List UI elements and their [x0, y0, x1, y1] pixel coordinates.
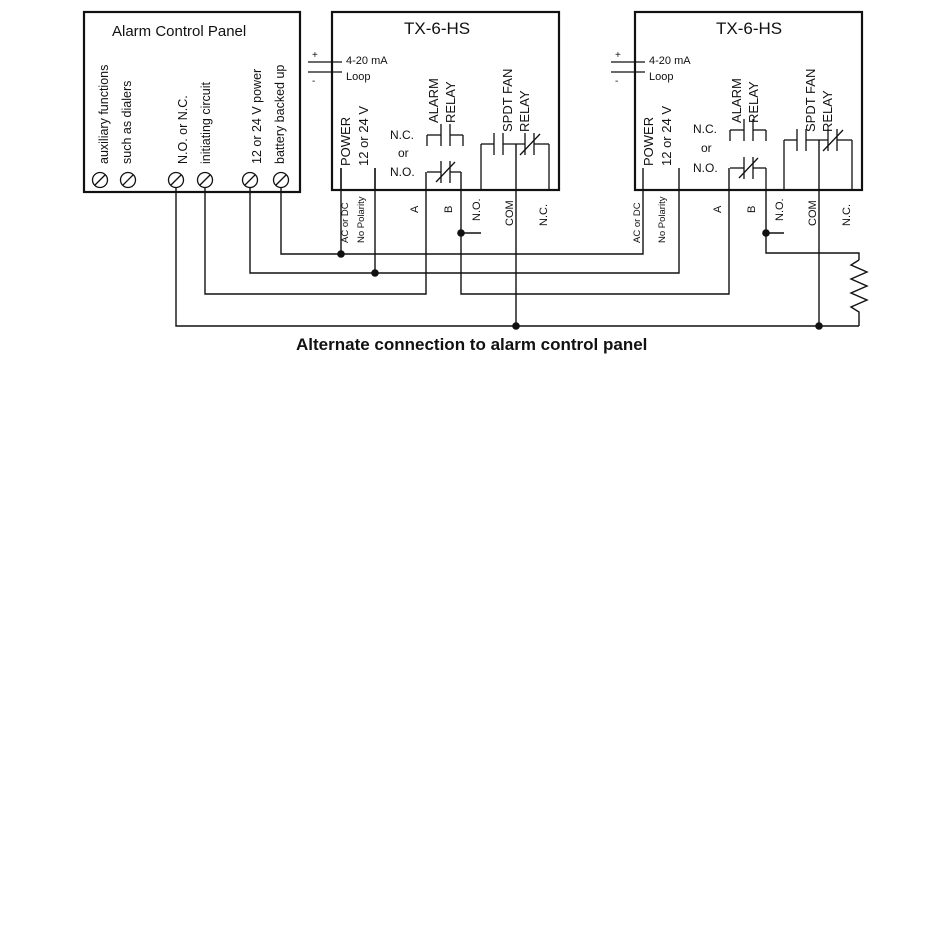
alarm-relay-label: ALARM	[729, 78, 744, 123]
terminal-label: N.C.	[538, 204, 550, 226]
junction-dot	[762, 229, 770, 237]
svg-text:+: +	[312, 50, 318, 61]
loop-symbol: + - 4-20 mA Loop	[308, 50, 388, 87]
svg-text:4-20 mA: 4-20 mA	[346, 55, 388, 67]
terminal-label-initiating: N.O. or N.C. initiating circuit	[176, 81, 213, 164]
wire-initiating-a	[204, 172, 427, 295]
power-voltage-label: 12 or 24 V	[356, 106, 371, 166]
terminal-label: No Polarity	[657, 196, 668, 243]
terminal-label: COM	[504, 200, 516, 226]
or-label: or	[398, 146, 409, 160]
screw-terminal-icon	[91, 171, 109, 189]
screw-terminal-icon	[167, 171, 185, 189]
alarm-relay-closed-contact-icon	[427, 161, 461, 183]
svg-text:such as dialers: such as dialers	[120, 81, 134, 164]
terminal-label: AC or DC	[340, 202, 351, 243]
end-of-line-resistor-icon	[849, 259, 869, 326]
svg-text:12 or 24 V power: 12 or 24 V power	[250, 69, 264, 164]
terminal-label: AC or DC	[632, 202, 643, 243]
svg-text:-: -	[615, 76, 618, 87]
svg-text:RELAY: RELAY	[746, 81, 761, 123]
junction-dot	[337, 250, 345, 258]
terminal-label: N.C.	[841, 204, 853, 226]
panel-title: Alarm Control Panel	[112, 23, 246, 40]
nc-label: N.C.	[693, 122, 717, 136]
transmitter-title: TX-6-HS	[404, 19, 470, 38]
power-label: POWER	[338, 117, 353, 166]
svg-text:+: +	[615, 50, 621, 61]
svg-text:auxiliary functions: auxiliary functions	[97, 65, 111, 164]
wire-power-positive	[280, 188, 644, 255]
terminal-label: B	[443, 206, 455, 213]
fan-relay-label: SPDT FAN	[500, 69, 515, 132]
fan-relay-contact-icon	[480, 133, 550, 190]
svg-text:RELAY: RELAY	[443, 81, 458, 123]
svg-text:-: -	[312, 76, 315, 87]
wiring	[175, 140, 869, 330]
svg-text:N.O. or N.C.: N.O. or N.C.	[176, 95, 190, 164]
junction-dot	[815, 322, 823, 330]
terminal-label: B	[746, 206, 758, 213]
junction-dot	[457, 229, 465, 237]
wire-power-negative	[249, 188, 680, 274]
terminal-label: N.O.	[774, 198, 786, 221]
svg-text:initiating circuit: initiating circuit	[199, 81, 213, 164]
terminal-label-aux: auxiliary functions such as dialers	[97, 65, 134, 164]
no-label: N.O.	[390, 165, 415, 179]
nc-label: N.C.	[390, 128, 414, 142]
terminal-label: COM	[807, 200, 819, 226]
terminal-label: N.O.	[471, 198, 483, 221]
svg-text:Loop: Loop	[346, 71, 370, 83]
loop-symbol: + - 4-20 mA Loop	[611, 50, 691, 87]
svg-text:4-20 mA: 4-20 mA	[649, 55, 691, 67]
terminal-label: A	[712, 205, 724, 213]
transmitter-2: TX-6-HS + - 4-20 mA Loop POWER 12 or 24 …	[611, 10, 864, 243]
screw-terminal-icon	[241, 171, 259, 189]
transmitter-1: TX-6-HS + - 4-20 mA Loop POWER 12 or 24 …	[308, 10, 561, 243]
svg-text:RELAY: RELAY	[820, 90, 835, 132]
wire-common-return	[175, 188, 859, 327]
alarm-relay-contact-icon	[729, 119, 767, 141]
svg-text:battery backed up: battery backed up	[273, 65, 287, 164]
svg-text:RELAY: RELAY	[517, 90, 532, 132]
terminal-label: A	[409, 205, 421, 213]
terminal-label-power: 12 or 24 V power battery backed up	[250, 65, 287, 164]
power-label: POWER	[641, 117, 656, 166]
svg-text:Loop: Loop	[649, 71, 673, 83]
transmitter-title: TX-6-HS	[716, 19, 782, 38]
fan-relay-label: SPDT FAN	[803, 69, 818, 132]
fan-relay-contact-icon	[783, 129, 853, 190]
alarm-relay-closed-contact-icon	[730, 157, 767, 190]
screw-terminal-icon	[196, 171, 214, 189]
alarm-relay-contact-icon	[426, 124, 464, 146]
terminal-label: No Polarity	[356, 196, 367, 243]
junction-dot	[371, 269, 379, 277]
screw-terminal-icon	[119, 171, 137, 189]
junction-dot	[512, 322, 520, 330]
alarm-relay-label: ALARM	[426, 78, 441, 123]
no-label: N.O.	[693, 161, 718, 175]
diagram-caption: Alternate connection to alarm control pa…	[296, 335, 647, 354]
screw-terminal-icon	[272, 171, 290, 189]
power-voltage-label: 12 or 24 V	[659, 106, 674, 166]
alarm-control-panel: Alarm Control Panel auxiliary functions …	[82, 10, 302, 194]
or-label: or	[701, 141, 712, 155]
